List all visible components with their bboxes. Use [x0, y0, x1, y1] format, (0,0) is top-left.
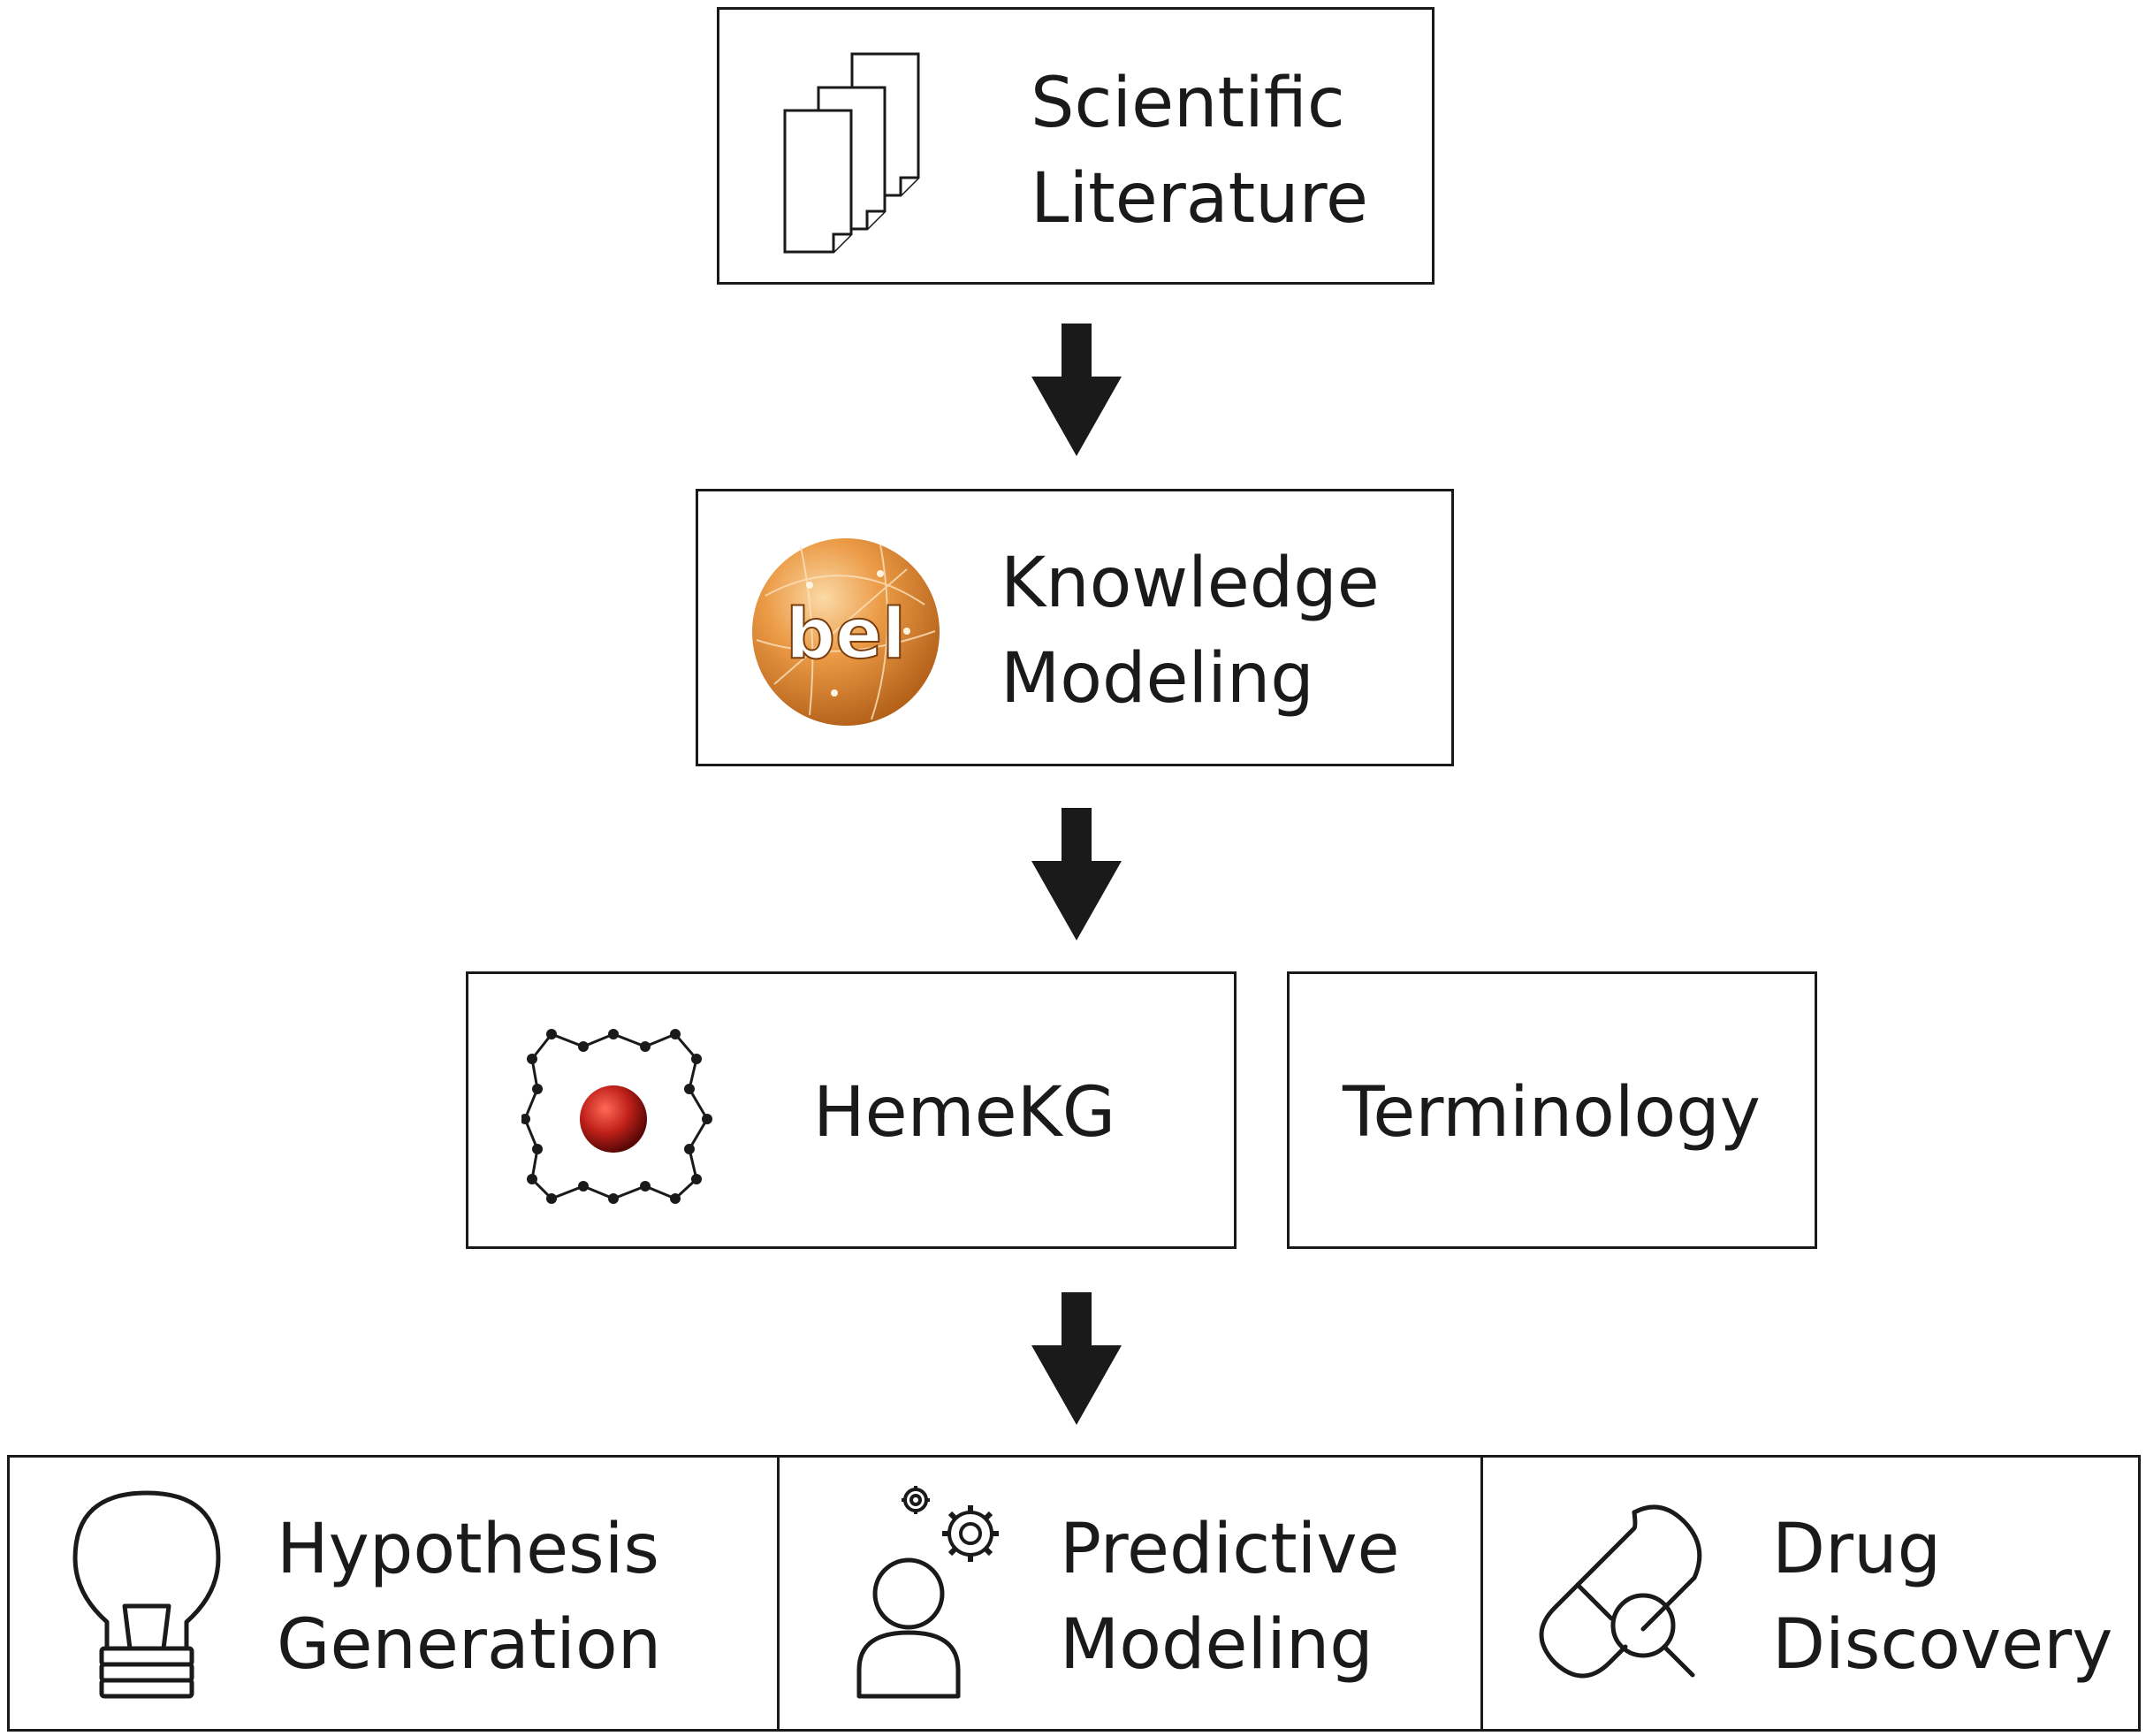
heme-molecule-icon: [521, 1029, 712, 1204]
scientific-literature-label: Scientific Literature: [1031, 64, 1368, 239]
terminology-box: Terminology: [1287, 971, 1817, 1249]
hypothesis-generation-label: Hypothesis Generation: [277, 1510, 662, 1685]
documents-stack-icon: [783, 52, 920, 254]
person-gears-icon: [856, 1486, 999, 1699]
bel-logo-text: bel: [786, 595, 905, 674]
outputs-divider-2: [1480, 1458, 1483, 1729]
terminology-label: Terminology: [1343, 1073, 1761, 1153]
scientific-literature-box: Scientific Literature: [717, 7, 1434, 285]
predictive-modeling-label: Predictive Modeling: [1060, 1510, 1400, 1685]
lightbulb-icon: [72, 1490, 221, 1699]
arrow-down-1: [1031, 324, 1122, 456]
drug-discovery-label: Drug Discovery: [1772, 1510, 2113, 1685]
pill-search-icon: [1539, 1504, 1702, 1679]
hemekg-box: HemeKG: [466, 971, 1237, 1249]
arrow-down-2: [1031, 808, 1122, 940]
outputs-box: Hypothesis Generation Predictive: [7, 1455, 2141, 1732]
outputs-divider-1: [777, 1458, 780, 1729]
hemekg-label: HemeKG: [813, 1073, 1116, 1153]
bel-globe-logo: bel: [752, 538, 940, 726]
knowledge-modeling-label: Knowledge Modeling: [1001, 544, 1380, 719]
knowledge-modeling-box: bel Knowledge Modeling: [696, 489, 1454, 766]
arrow-down-3: [1031, 1292, 1122, 1425]
